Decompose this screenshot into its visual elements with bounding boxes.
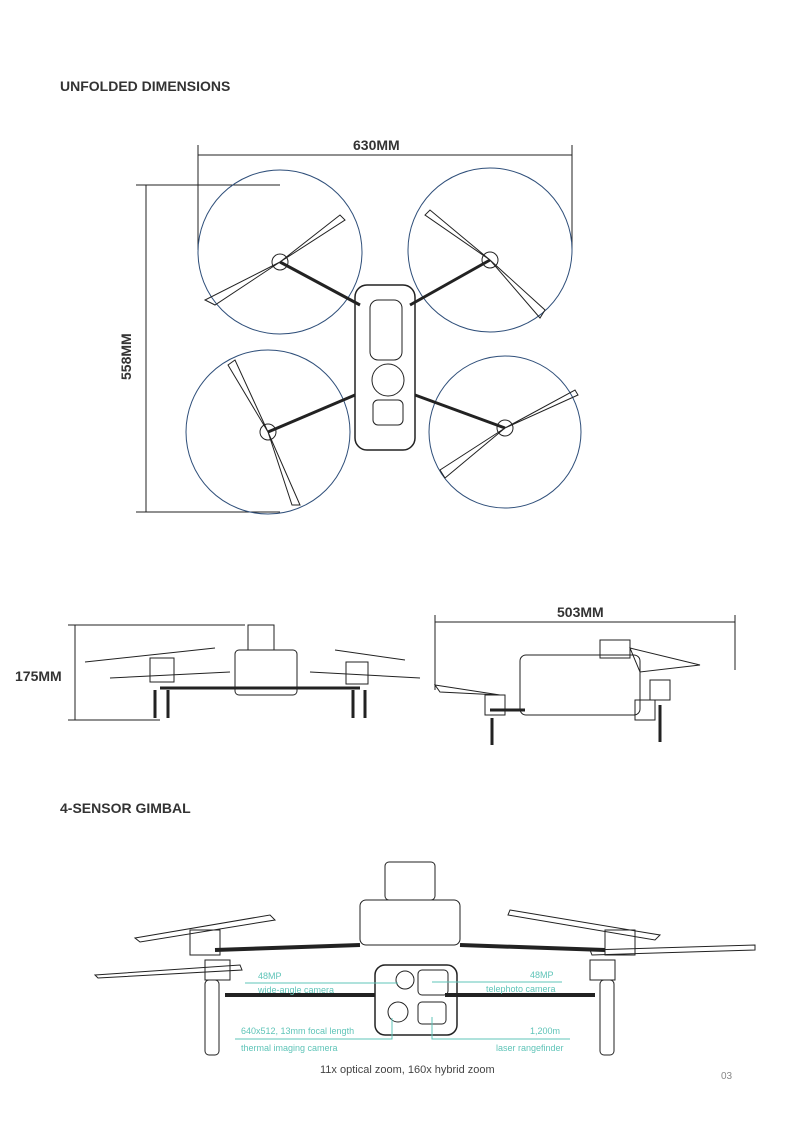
tele-camera-spec: 48MP xyxy=(530,970,554,980)
wide-camera-spec: 48MP xyxy=(258,971,282,981)
wide-camera-name: wide-angle camera xyxy=(258,985,335,995)
front-view-drone xyxy=(68,624,421,721)
side-view-drone xyxy=(433,615,736,745)
height-dimension: 175MM xyxy=(15,668,62,684)
thermal-camera-name: thermal imaging camera xyxy=(241,1043,338,1053)
callout-lines xyxy=(235,981,570,1040)
width-dimension: 630MM xyxy=(353,137,400,153)
gimbal-drone xyxy=(93,861,756,1056)
section-heading-unfolded: UNFOLDED DIMENSIONS xyxy=(60,78,231,94)
top-view-drone xyxy=(136,145,582,515)
length-dimension: 558MM xyxy=(118,333,134,380)
page-number: 03 xyxy=(721,1071,733,1082)
zoom-caption: 11x optical zoom, 160x hybrid zoom xyxy=(320,1064,495,1076)
section-heading-gimbal: 4-SENSOR GIMBAL xyxy=(60,800,191,816)
side-length-dimension: 503MM xyxy=(557,604,604,620)
tele-camera-name: telephoto camera xyxy=(486,984,556,994)
laser-name: laser rangefinder xyxy=(496,1043,564,1053)
laser-spec: 1,200m xyxy=(530,1026,561,1036)
thermal-camera-spec: 640x512, 13mm focal length xyxy=(241,1026,355,1036)
